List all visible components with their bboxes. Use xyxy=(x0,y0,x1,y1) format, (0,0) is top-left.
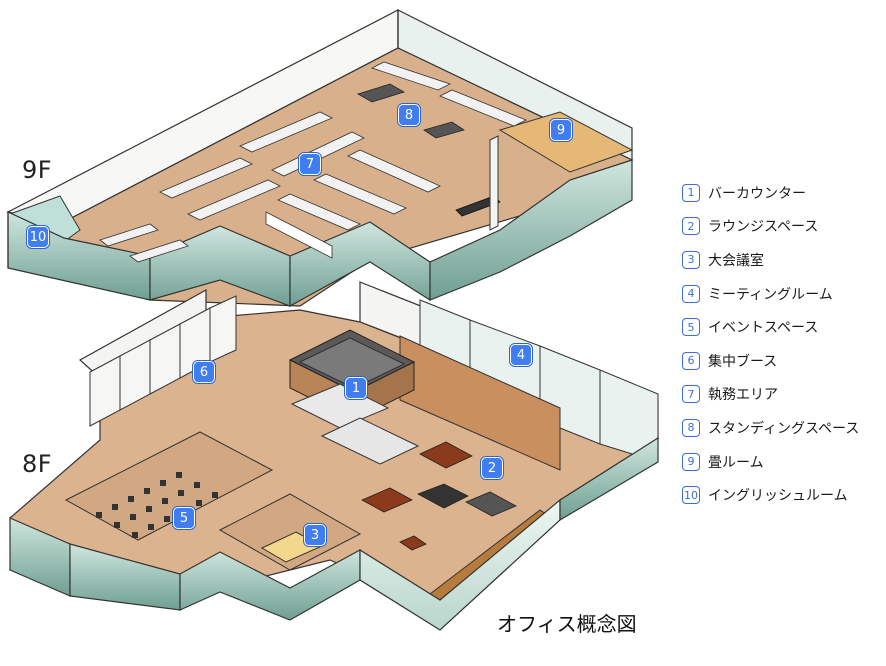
legend-item: 7 執務エリア xyxy=(682,378,882,412)
standing-table-1 xyxy=(357,83,405,103)
floor-label-9f: 9F xyxy=(22,156,53,184)
legend-item: 5 イベントスペース xyxy=(682,310,882,344)
legend-item: 3 大会議室 xyxy=(682,243,882,277)
legend-label: ラウンジスペース xyxy=(708,219,819,236)
marker-booth: 6 xyxy=(193,361,215,383)
legend-label: 執務エリア xyxy=(708,387,778,404)
legend-label: イベントスペース xyxy=(708,320,819,337)
legend-number: 3 xyxy=(682,250,700,269)
legend-item: 10 イングリッシュルーム xyxy=(682,478,882,512)
legend: 1 バーカウンター 2 ラウンジスペース 3 大会議室 4 ミーティングルーム 5 イベン… xyxy=(682,176,882,512)
floor-9f xyxy=(6,9,634,308)
legend-item: 4 ミーティングルーム xyxy=(682,277,882,311)
9f-front-wall-far xyxy=(429,159,633,301)
legend-number: 1 xyxy=(682,183,700,202)
lounge-furniture xyxy=(361,441,517,551)
legend-item: 1 バーカウンター xyxy=(682,176,882,210)
concentration-booths xyxy=(89,295,237,427)
tatami-room xyxy=(498,111,634,173)
legend-label: 畳ルーム xyxy=(708,454,764,471)
legend-number: 8 xyxy=(682,418,700,437)
8f-right-wall xyxy=(559,436,659,522)
conference-room-floor xyxy=(218,493,362,571)
legend-item: 6 集中ブース xyxy=(682,344,882,378)
marker-meeting: 4 xyxy=(510,344,532,366)
legend-label: バーカウンター xyxy=(708,185,806,202)
legend-number: 5 xyxy=(682,318,700,337)
marker-standing: 8 xyxy=(398,104,420,126)
legend-label: 大会議室 xyxy=(708,252,764,269)
marker-tatami: 9 xyxy=(550,119,572,141)
legend-item: 2 ラウンジスペース xyxy=(682,210,882,244)
marker-work-area: 7 xyxy=(299,153,321,175)
marker-event: 5 xyxy=(173,507,195,529)
marker-lounge: 2 xyxy=(481,457,503,479)
marker-bar-counter: 1 xyxy=(345,377,367,399)
legend-label: ミーティングルーム xyxy=(708,286,833,303)
legend-item: 9 畳ルーム xyxy=(682,445,882,479)
legend-number: 7 xyxy=(682,385,700,404)
standing-table-2 xyxy=(423,121,465,139)
marker-conference: 3 xyxy=(304,524,326,546)
floor-8f xyxy=(9,281,660,631)
bar-counter xyxy=(288,329,420,465)
marker-english: 10 xyxy=(27,226,49,248)
diagram-caption: オフィス概念図 xyxy=(497,612,637,636)
legend-number: 6 xyxy=(682,351,700,370)
legend-label: スタンディングスペース xyxy=(708,420,860,437)
legend-label: イングリッシュルーム xyxy=(708,488,848,505)
legend-item: 8 スタンディングスペース xyxy=(682,411,882,445)
legend-number: 4 xyxy=(682,284,700,303)
work-booth-desk xyxy=(455,195,501,217)
legend-number: 9 xyxy=(682,452,700,471)
legend-number: 2 xyxy=(682,217,700,236)
storage-cabinet xyxy=(265,211,333,259)
legend-label: 集中ブース xyxy=(708,353,778,370)
legend-number: 10 xyxy=(682,486,700,505)
desk-rows xyxy=(99,61,527,263)
tatami-partition xyxy=(489,135,499,231)
floor-label-8f: 8F xyxy=(22,450,53,478)
